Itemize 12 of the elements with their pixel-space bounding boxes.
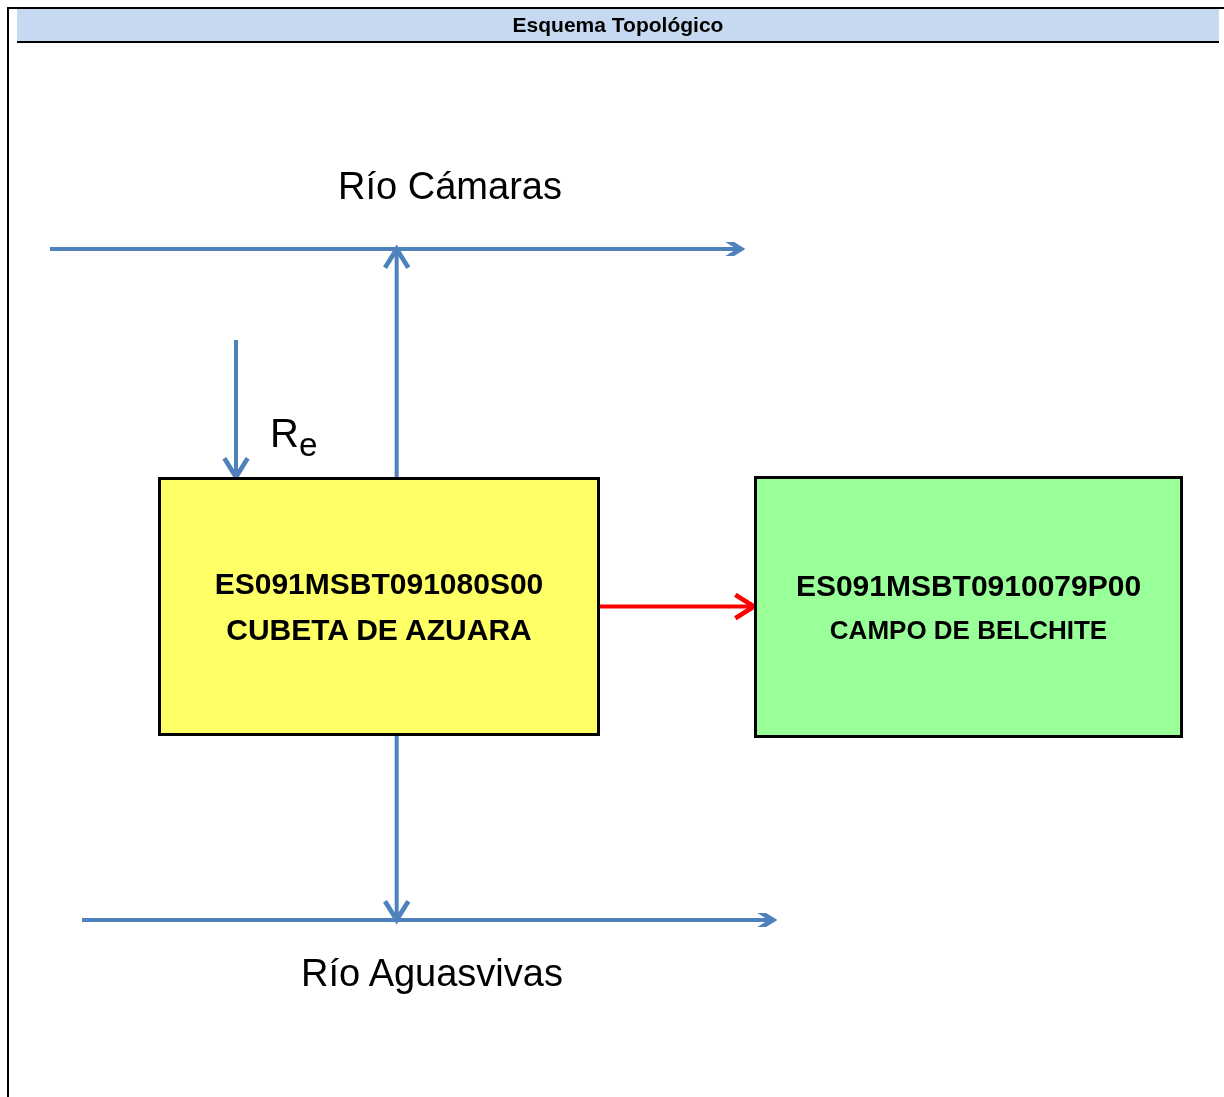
arrow xyxy=(382,736,411,923)
water-body-name: CAMPO DE BELCHITE xyxy=(829,614,1108,646)
water-body-box xyxy=(158,477,600,736)
table-header: Esquema Topológico xyxy=(17,9,1219,43)
water-body-code: ES091MSBT0910079P00 xyxy=(795,568,1142,603)
water-body-code: ES091MSBT091080S00 xyxy=(214,566,544,601)
edge-label: R$_{e}$ xyxy=(270,410,318,464)
water-body-name: CUBETA DE AZUARA xyxy=(226,612,532,647)
arrow xyxy=(382,246,411,477)
river-name: Río Aguasvivas xyxy=(300,952,564,995)
water-body-box xyxy=(754,476,1183,738)
river-name: Río Cámaras xyxy=(337,165,563,208)
